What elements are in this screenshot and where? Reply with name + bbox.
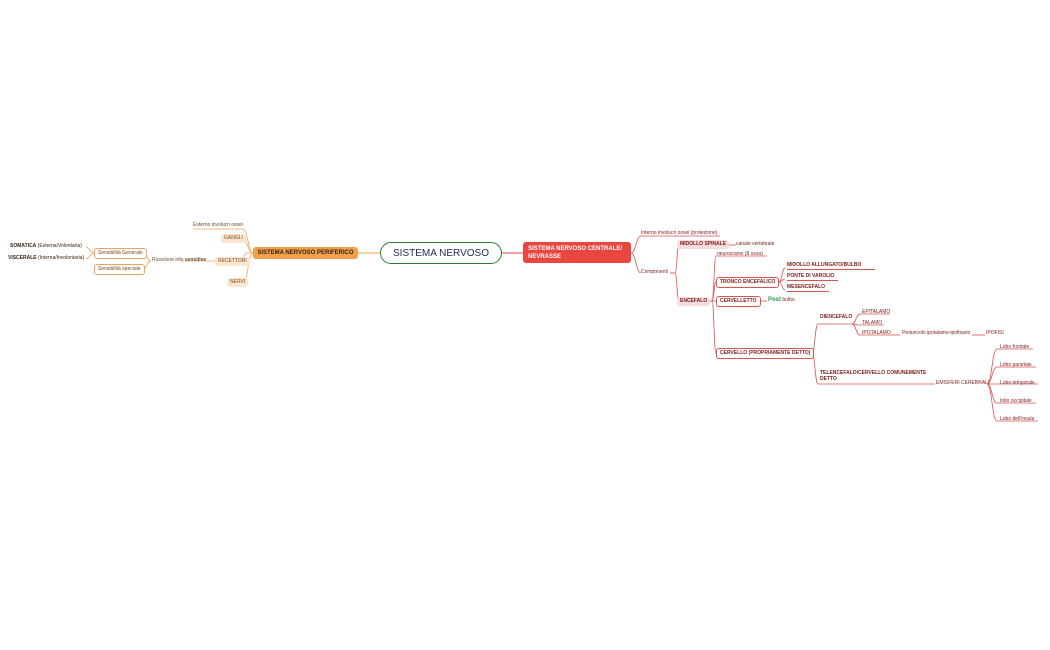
post-bulbo-node[interactable]: Post bulbo: [768, 297, 795, 303]
periferico-node[interactable]: SISTEMA NERVOSO PERIFERICO: [253, 247, 358, 259]
mesencefalo-node[interactable]: MESENCEFALO: [787, 285, 830, 292]
ricezione-label: Ricezione info: [152, 257, 185, 263]
tronco-encefalico-node[interactable]: TRONCO ENCEFALICO: [716, 277, 780, 288]
sensibilita-generale-node[interactable]: Sensibilità Generale: [94, 248, 147, 259]
centrale-node[interactable]: SISTEMA NERVOSO CENTRALE/ NEVRASSE: [523, 242, 631, 263]
viscerale-note: (Interna/Involontaria): [36, 255, 85, 261]
bulbo-label: bulbo: [781, 297, 795, 303]
midollo-spinale-node[interactable]: MIDOLLO SPINALE: [677, 240, 730, 249]
ponte-varolio-node[interactable]: PONTE DI VAROLIO: [787, 274, 839, 281]
lobo-temporale-node[interactable]: Lobo temporale: [1000, 380, 1035, 386]
sensibilita-speciale-node[interactable]: Sensibilità speciale: [94, 264, 145, 275]
ipotalamo-node[interactable]: IPOTALAMO: [862, 330, 891, 336]
viscerale-label: VISCERALE: [8, 255, 37, 261]
somatica-note: (Esterna/Volontaria): [36, 243, 82, 249]
lobo-parietale-node[interactable]: Lobo parietale: [1000, 362, 1032, 368]
viscerale-node[interactable]: VISCERALE (Interna/Involontaria): [8, 256, 84, 261]
diencefalo-node[interactable]: DIENCEFALO: [820, 314, 853, 320]
peduncolo-node[interactable]: Peduncolo ipotalamo-ipofisario: [902, 330, 971, 336]
ipofisi-node[interactable]: IPOFISI: [986, 330, 1004, 336]
lobo-frontale-node[interactable]: Lobo frontale: [1000, 344, 1030, 350]
recettori-node[interactable]: RECETTORI: [215, 257, 250, 266]
componenti-node[interactable]: Componenti: [641, 269, 668, 275]
lobo-insula-node[interactable]: Lobo dell'insula: [1000, 416, 1035, 422]
somatica-node[interactable]: SOMATICA (Esterna/Volontaria): [10, 244, 82, 249]
gangli-node[interactable]: GANGLI: [221, 234, 246, 243]
emisferi-cerebrali-node[interactable]: EMISFERI CEREBRALI: [936, 380, 990, 386]
talamo-node[interactable]: TALAMO: [862, 320, 883, 326]
post-label: Post: [768, 297, 782, 303]
telencefalo-node[interactable]: TELENCEFALO/CERVELLO COMUNEMENTE DETTO: [820, 370, 927, 382]
canale-vertebrale-node[interactable]: canale vertebrale: [736, 241, 775, 247]
neurocranio-node[interactable]: neurocranio (8 ossa): [717, 251, 763, 257]
ricezione-node[interactable]: Ricezione info sensitive: [152, 258, 206, 263]
cervello-node[interactable]: CERVELLO (PROPRIAMENTE DETTO): [716, 348, 815, 359]
root-node[interactable]: SISTEMA NERVOSO: [380, 242, 502, 264]
esterno-involucri-node[interactable]: Esterno involucri ossei: [193, 222, 244, 228]
epitalamo-node[interactable]: EPITALAMO: [862, 309, 891, 315]
sensitive-label: sensitive: [184, 257, 207, 263]
nervi-node[interactable]: NERVI: [227, 278, 249, 287]
interno-involucri-node[interactable]: Interno involucri ossei (protezione): [641, 230, 718, 236]
somatica-label: SOMATICA: [10, 243, 37, 249]
cervelletto-node[interactable]: CERVELLETTO: [716, 296, 761, 307]
midollo-allungato-node[interactable]: MIDOLLO ALLUNGATO/BULBO: [787, 263, 876, 270]
lobo-occipitale-node[interactable]: lobo occipitale: [1000, 398, 1032, 404]
encefalo-node[interactable]: ENCEFALO: [677, 297, 711, 306]
